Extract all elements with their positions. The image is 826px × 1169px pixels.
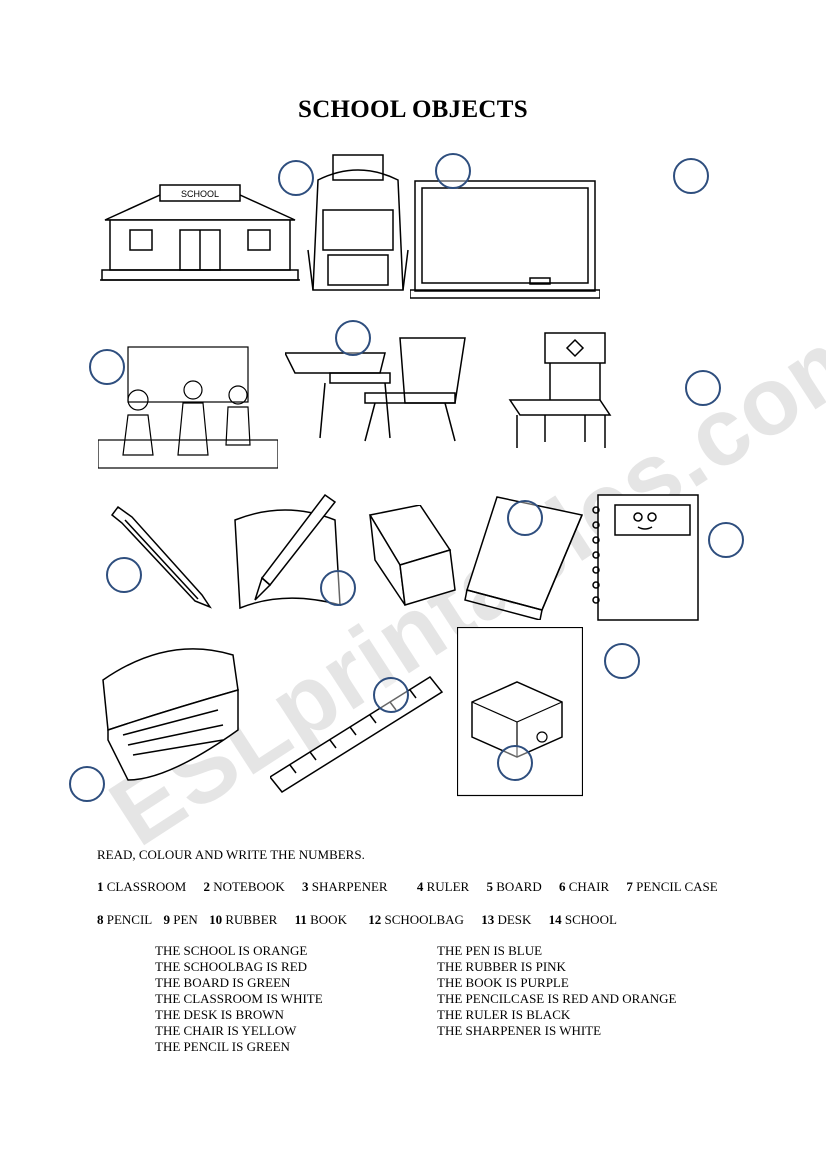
word-bank-item: 1 CLASSROOM xyxy=(97,879,187,894)
ruler-picture xyxy=(270,672,445,797)
notebook-picture xyxy=(590,485,702,625)
colour-sentence: THE PENCILCASE IS RED AND ORANGE xyxy=(437,991,677,1006)
board-picture xyxy=(410,178,600,300)
answer-circle-desk[interactable] xyxy=(335,320,371,356)
school-sign-text: SCHOOL xyxy=(181,189,219,199)
colour-sentence: THE BOARD IS GREEN xyxy=(155,975,291,990)
pencil-case-picture xyxy=(98,640,243,785)
schoolbag-picture xyxy=(303,150,413,300)
word-bank-item: 11 BOOK xyxy=(294,912,347,927)
colour-sentence: THE BOOK IS PURPLE xyxy=(437,975,569,990)
book-picture xyxy=(462,495,587,620)
colour-sentence: THE RUBBER IS PINK xyxy=(437,959,566,974)
answer-circle-book[interactable] xyxy=(507,500,543,536)
word-bank-item: 10 RUBBER xyxy=(209,912,278,927)
word-bank-item: 7 PENCIL CASE xyxy=(626,879,718,894)
word-bank-row-2: 8 PENCIL 9 PEN 10 RUBBER 11 BOOK 12 SCHO… xyxy=(97,912,631,928)
answer-circle-top-right[interactable] xyxy=(673,158,709,194)
colour-sentences-right: THE PEN IS BLUE THE RUBBER IS PINK THE B… xyxy=(437,943,676,1039)
word-bank-item: 14 SCHOOL xyxy=(548,912,617,927)
word-bank-item: 9 PEN xyxy=(163,912,198,927)
answer-circle-pencil[interactable] xyxy=(106,557,142,593)
word-bank-item: 12 SCHOOLBAG xyxy=(368,912,464,927)
colour-sentence: THE PEN IS BLUE xyxy=(437,943,543,958)
word-bank-item: 2 NOTEBOOK xyxy=(203,879,285,894)
answer-circle-chair[interactable] xyxy=(685,370,721,406)
answer-circle-pencil-case[interactable] xyxy=(69,766,105,802)
answer-circle-schoolbag[interactable] xyxy=(278,160,314,196)
word-bank-item: 4 RULER xyxy=(416,879,470,894)
desk-picture xyxy=(285,333,470,445)
colour-sentence: THE DESK IS BROWN xyxy=(155,1007,284,1022)
school-picture: SCHOOL xyxy=(100,175,300,290)
page-title: SCHOOL OBJECTS xyxy=(298,96,528,123)
instruction-text: READ, COLOUR AND WRITE THE NUMBERS. xyxy=(97,847,365,862)
sharpener-picture xyxy=(457,627,583,797)
word-bank-item: 3 SHARPENER xyxy=(301,879,388,894)
colour-sentence: THE SCHOOL IS ORANGE xyxy=(155,943,308,958)
rubber-picture xyxy=(350,505,460,610)
answer-circle-board[interactable] xyxy=(435,153,471,189)
colour-sentence: THE RULER IS BLACK xyxy=(437,1007,571,1022)
colour-sentences-left: THE SCHOOL IS ORANGE THE SCHOOLBAG IS RE… xyxy=(155,943,323,1055)
colour-sentence: THE PENCIL IS GREEN xyxy=(155,1039,290,1054)
word-bank-item: 13 DESK xyxy=(481,912,532,927)
answer-circle-ruler[interactable] xyxy=(373,677,409,713)
answer-circle-sharpener[interactable] xyxy=(497,745,533,781)
answer-circle-rubber[interactable] xyxy=(320,570,356,606)
colour-sentence: THE SHARPENER IS WHITE xyxy=(437,1023,602,1038)
pencil-picture xyxy=(110,505,215,610)
colour-sentence: THE SCHOOLBAG IS RED xyxy=(155,959,308,974)
pen-picture xyxy=(230,490,345,615)
word-bank-row-1: 1 CLASSROOM 2 NOTEBOOK 3 SHARPENER 4 RUL… xyxy=(97,879,732,895)
answer-circle-classroom[interactable] xyxy=(89,349,125,385)
answer-circle-right-middle[interactable] xyxy=(604,643,640,679)
colour-sentence: THE CLASSROOM IS WHITE xyxy=(155,991,323,1006)
classroom-picture xyxy=(98,345,278,470)
chair-picture xyxy=(505,330,615,450)
answer-circle-notebook[interactable] xyxy=(708,522,744,558)
word-bank-item: 6 CHAIR xyxy=(558,879,610,894)
word-bank-item: 5 BOARD xyxy=(486,879,542,894)
colour-sentence: THE CHAIR IS YELLOW xyxy=(155,1023,297,1038)
word-bank-item: 8 PENCIL xyxy=(97,912,153,927)
